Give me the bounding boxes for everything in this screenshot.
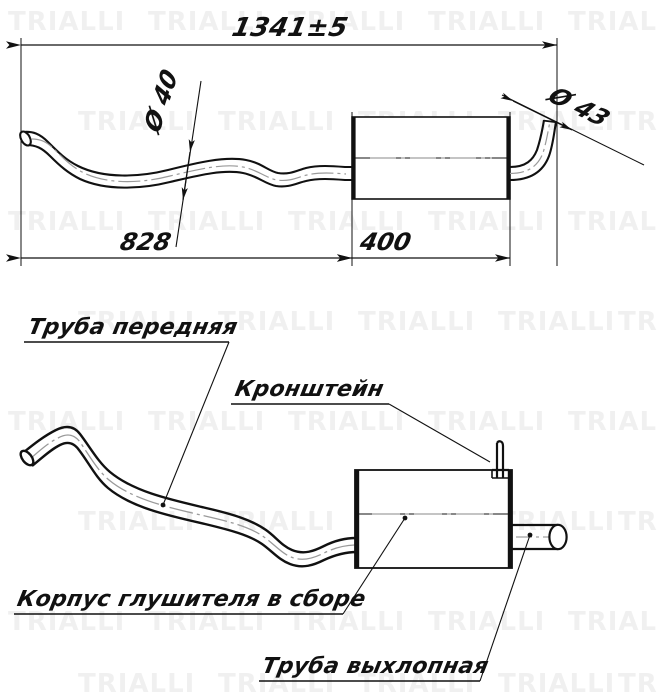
callout-label-bracket: Кронштейн xyxy=(233,376,386,402)
dimension-label-overall: 1341±5 xyxy=(229,13,351,43)
muffler-shell xyxy=(354,469,513,569)
callout-leader-line xyxy=(162,341,230,506)
bottom-annotated-view: Труба передняя Кронштейн Корпус глушител… xyxy=(14,314,568,682)
watermark-text: TRIALLI xyxy=(148,607,265,637)
watermark-text: TRIALLI xyxy=(568,207,659,237)
watermark-text: TRIALLI xyxy=(568,407,659,437)
watermark-text: TRIALLI xyxy=(218,107,335,137)
callout-front-pipe: Труба передняя xyxy=(24,314,240,508)
watermark-text: TRIALLI xyxy=(618,669,659,699)
watermark-text: TRIALLI xyxy=(78,507,195,537)
watermark-text: TRIALLI xyxy=(428,607,545,637)
watermark-text: TRIALLI xyxy=(498,307,615,337)
diameter-40-arrows xyxy=(181,139,195,201)
watermark-text: TRIALLI xyxy=(568,607,659,637)
watermark-text: TRIALLI xyxy=(148,7,265,37)
muffler-body-bottom xyxy=(354,469,513,569)
callout-leader-line xyxy=(388,403,491,463)
watermark-text: TRIALLI xyxy=(618,307,659,337)
callout-label-front-pipe: Труба передняя xyxy=(26,314,240,340)
watermark-text: TRIALLI xyxy=(428,7,545,37)
dimension-label-400: 400 xyxy=(357,227,414,256)
callout-label-exhaust-pipe: Труба выхлопная xyxy=(260,653,491,679)
watermark-text: TRIALLI xyxy=(8,207,125,237)
callout-leader-dot xyxy=(160,502,166,508)
watermark-text: TRIALLI xyxy=(78,669,195,699)
watermark-text: TRIALLI xyxy=(428,407,545,437)
watermark-text: TRIALLI xyxy=(288,607,405,637)
watermark-text: TRIALLI xyxy=(568,7,659,37)
outlet-pipe-end-opening xyxy=(548,523,568,551)
watermark-text: TRIALLI xyxy=(78,107,195,137)
dimension-front-pipe-length: 828 xyxy=(6,227,352,262)
pipe-outline-lower xyxy=(31,441,366,568)
callout-exhaust-pipe: Труба выхлопная xyxy=(259,532,533,682)
pipe-outline-upper xyxy=(23,425,366,554)
watermark-text: TRIALLI xyxy=(618,507,659,537)
watermark-text: TRIALLI xyxy=(618,107,659,137)
watermark-text: TRIALLI xyxy=(8,607,125,637)
bracket-part xyxy=(491,440,510,479)
watermark-text: TRIALLI xyxy=(8,407,125,437)
top-dimensioned-view: 1341±5 828 400 xyxy=(6,13,645,266)
watermark-text: TRIALLI xyxy=(288,7,405,37)
pipe-centerline xyxy=(29,434,366,560)
watermark-text: TRIALLI xyxy=(148,407,265,437)
pipe-inlet-opening xyxy=(19,130,32,147)
outlet-centerline xyxy=(509,120,551,175)
front-pipe-top xyxy=(19,130,352,189)
watermark-text: TRIALLI xyxy=(8,7,125,37)
callout-muffler-body: Корпус глушителя в сборе xyxy=(14,515,408,615)
bracket-hook xyxy=(496,440,505,447)
watermark-text: TRIALLI xyxy=(218,307,335,337)
pipe-outline-lower xyxy=(25,143,352,189)
watermark-text: TRIALLI xyxy=(428,207,545,237)
pipe-outline-upper xyxy=(22,130,352,177)
watermark-text: TRIALLI xyxy=(288,407,405,437)
dimension-muffler-length: 400 xyxy=(337,227,510,262)
muffler-body-top xyxy=(351,116,511,200)
callout-leader-line xyxy=(342,517,406,615)
dimension-overall-length: 1341±5 xyxy=(6,13,557,49)
dimension-label-828: 828 xyxy=(118,227,174,256)
front-pipe-bottom xyxy=(19,425,366,568)
callout-bracket: Кронштейн xyxy=(231,376,491,463)
watermark-text: TRIALLI xyxy=(218,669,335,699)
pipe-centerline xyxy=(31,138,347,183)
watermark-text: TRIALLI xyxy=(358,669,475,699)
callout-leader-line xyxy=(479,534,531,682)
callout-label-muffler-body: Корпус глушителя в сборе xyxy=(15,586,368,612)
watermark-text: TRIALLI xyxy=(288,207,405,237)
exhaust-pipe-bottom xyxy=(510,523,568,551)
watermark-text: TRIALLI xyxy=(358,307,475,337)
watermark-text: TRIALLI xyxy=(78,307,195,337)
watermark-text: TRIALLI xyxy=(148,207,265,237)
watermark-text: TRIALLI xyxy=(498,669,615,699)
callout-leader-dot xyxy=(402,515,408,521)
outlet-outline-outer xyxy=(509,121,558,182)
pipe-inlet-opening xyxy=(19,449,35,467)
callout-leader-dot xyxy=(527,532,533,538)
diameter-43-arrows xyxy=(500,92,573,131)
